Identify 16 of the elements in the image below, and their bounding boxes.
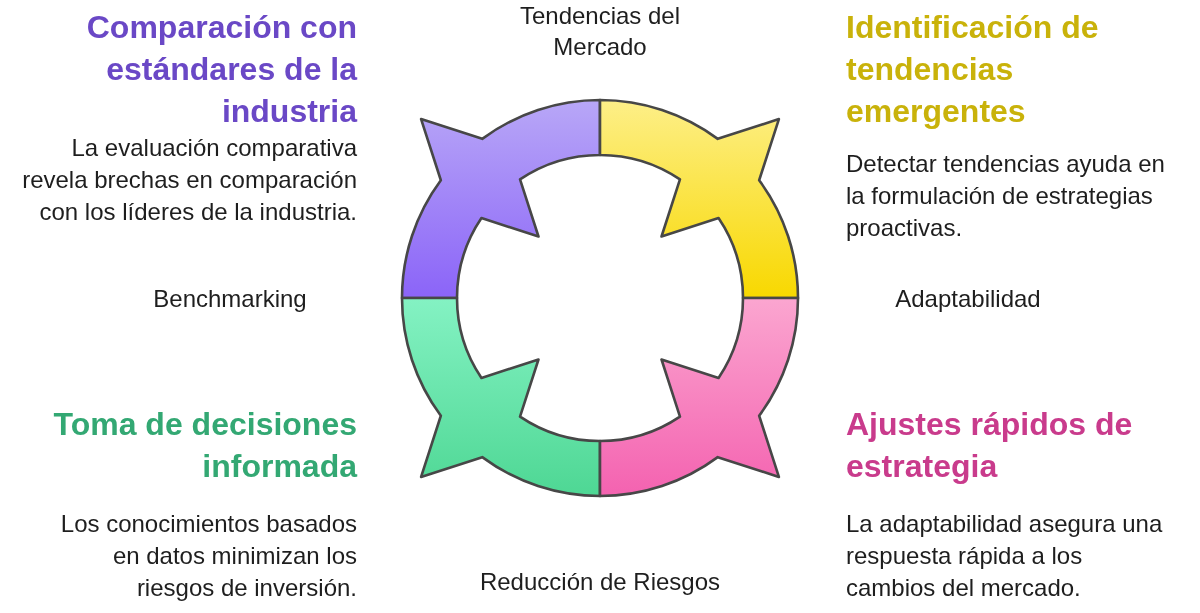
ring-label: Benchmarking [152, 284, 308, 314]
ring-segment [598, 296, 800, 498]
description: La evaluación comparativa revela brechas en comparación con los líderes de la industria. [21, 133, 357, 227]
description: La adaptabilidad asegura una respuesta rápida a los cambios del mercado. [846, 509, 1164, 603]
ring-label: Adaptabilidad [894, 284, 1042, 314]
heading: Toma de decisiones informada [52, 405, 357, 486]
ring-segment [598, 98, 800, 300]
heading: Ajustes rápidos de estrategia [846, 405, 1134, 486]
ring-segment [400, 98, 602, 300]
description: Detectar tendencias ayuda en la formulación de estrategias proactivas. [846, 149, 1166, 243]
ring-label: Tendencias del Mercado [518, 1, 682, 62]
ring-label: Reducción de Riesgos [478, 567, 722, 597]
description: Los conocimientos basados en datos minimizan los riesgos de inversión. [59, 509, 357, 603]
ring-segment [400, 296, 602, 498]
heading: Comparación con estándares de la industria [85, 8, 357, 131]
heading: Identificación de tendencias emergentes [846, 8, 1100, 131]
